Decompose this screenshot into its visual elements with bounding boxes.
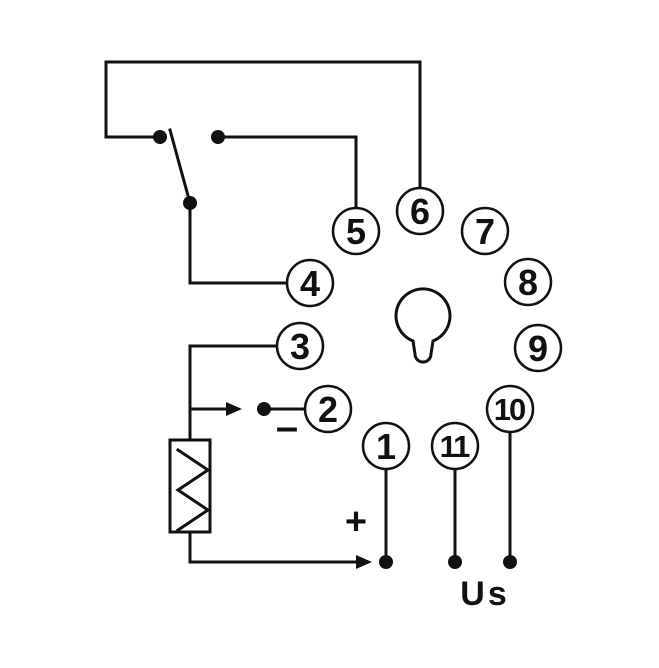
pin-5-label: 5 bbox=[346, 211, 366, 252]
sensor-circuit bbox=[168, 344, 372, 569]
pin-1-label: 1 bbox=[376, 426, 396, 467]
contact-dot-common bbox=[153, 130, 167, 144]
wire-pin3 bbox=[188, 344, 278, 442]
wire-pin4 bbox=[188, 201, 288, 285]
wire-pin6-loop bbox=[104, 60, 422, 192]
thermistor-icon bbox=[168, 438, 212, 534]
pin-6: 6 bbox=[395, 186, 445, 236]
pin-7-label: 7 bbox=[475, 211, 495, 252]
contact-dot-pivot bbox=[183, 196, 197, 210]
pin-4: 4 bbox=[285, 258, 335, 308]
pin-2: 2 bbox=[303, 384, 353, 434]
wire-sensor-bottom bbox=[188, 530, 358, 564]
pin-5: 5 bbox=[331, 206, 381, 256]
pin-11: 11 bbox=[430, 421, 480, 471]
contact-dot-pin2 bbox=[257, 402, 271, 416]
pin-4-label: 4 bbox=[300, 263, 320, 304]
pin-2-label: 2 bbox=[318, 389, 338, 430]
supply-label: Us bbox=[460, 575, 509, 613]
pin-8-label: 8 bbox=[518, 262, 538, 303]
pin-8: 8 bbox=[503, 257, 553, 307]
pin-6-label: 6 bbox=[410, 191, 430, 232]
terminal-dot-pin11 bbox=[448, 555, 462, 569]
pin-11-label: 11 bbox=[440, 429, 471, 464]
pin-10-label: 10 bbox=[494, 392, 525, 427]
pin-3: 3 bbox=[275, 321, 325, 371]
arrow-to-pin2-icon bbox=[226, 402, 242, 416]
wire-pin5 bbox=[216, 135, 358, 212]
pin-1: 1 bbox=[361, 421, 411, 471]
relay-switch-icon bbox=[168, 128, 192, 205]
supply-circuit bbox=[379, 430, 517, 569]
terminal-dot-pin10 bbox=[503, 555, 517, 569]
relay-switch bbox=[104, 60, 422, 285]
minus-sign: – bbox=[276, 405, 298, 449]
keyhole-icon bbox=[394, 287, 452, 364]
pin-10: 10 bbox=[485, 384, 535, 434]
plus-sign: + bbox=[345, 501, 367, 543]
pin-9-label: 9 bbox=[528, 328, 548, 369]
pin-3-label: 3 bbox=[290, 326, 310, 367]
contact-dot-no bbox=[211, 130, 225, 144]
terminal-dot-pin1 bbox=[379, 555, 393, 569]
pin-7: 7 bbox=[460, 206, 510, 256]
arrow-to-pin1-icon bbox=[356, 555, 372, 569]
thermistor-zigzag bbox=[175, 447, 211, 533]
pin-9: 9 bbox=[513, 323, 563, 373]
